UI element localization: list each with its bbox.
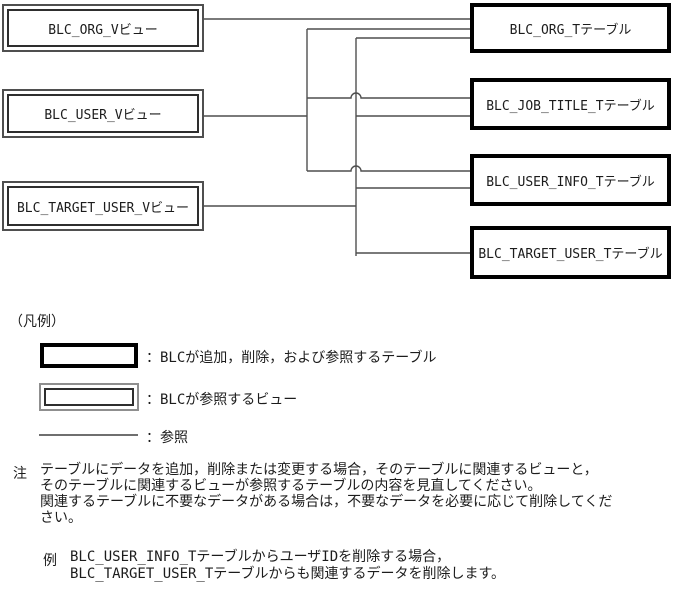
view-box-inner: BLC_TARGET_USER_Vビュー (7, 186, 199, 226)
view-box-blc-target-user-v: BLC_TARGET_USER_Vビュー (2, 181, 204, 231)
legend-view-sample-inner (44, 388, 134, 406)
legend-label-table: ：BLCが追加，削除，および参照するテーブル (146, 350, 437, 366)
view-label: BLC_USER_Vビュー (44, 108, 162, 123)
table-label: BLC_USER_INFO_Tテーブル (486, 174, 655, 190)
table-box-blc-org-t: BLC_ORG_Tテーブル (470, 3, 671, 53)
note-body: テーブルにデータを追加，削除または変更する場合，そのテーブルに関連するビューと，… (40, 462, 613, 526)
reference-lines (204, 18, 470, 256)
table-box-blc-job-title-t: BLC_JOB_TITLE_Tテーブル (470, 78, 671, 130)
example-body: BLC_USER_INFO_TテーブルからユーザIDを削除する場合， BLC_T… (70, 549, 506, 582)
legend-label-view: ：BLCが参照するビュー (146, 392, 298, 408)
note-marker: 注 (13, 466, 27, 482)
view-box-blc-org-v: BLC_ORG_Vビュー (2, 4, 204, 52)
table-label: BLC_JOB_TITLE_Tテーブル (486, 98, 655, 114)
table-label: BLC_TARGET_USER_Tテーブル (478, 247, 663, 262)
view-box-inner: BLC_ORG_Vビュー (7, 9, 199, 47)
view-box-blc-user-v: BLC_USER_Vビュー (2, 89, 204, 138)
example-marker: 例 (43, 553, 57, 569)
legend-label-reference: ：参照 (146, 430, 188, 446)
legend-line-sample (39, 434, 138, 436)
view-label: BLC_TARGET_USER_Vビュー (16, 200, 190, 216)
edge-userview-jobtitletable (307, 92, 470, 99)
edge-userview-userinfotable (307, 165, 470, 172)
legend-title: （凡例） (9, 314, 65, 330)
legend-view-sample (39, 383, 139, 411)
view-box-inner: BLC_USER_Vビュー (7, 94, 199, 133)
table-box-blc-user-info-t: BLC_USER_INFO_Tテーブル (470, 154, 671, 206)
table-label: BLC_ORG_Tテーブル (509, 22, 632, 38)
view-label: BLC_ORG_Vビュー (48, 22, 158, 38)
legend-table-sample (40, 343, 138, 368)
table-box-blc-target-user-t: BLC_TARGET_USER_Tテーブル (470, 226, 671, 279)
